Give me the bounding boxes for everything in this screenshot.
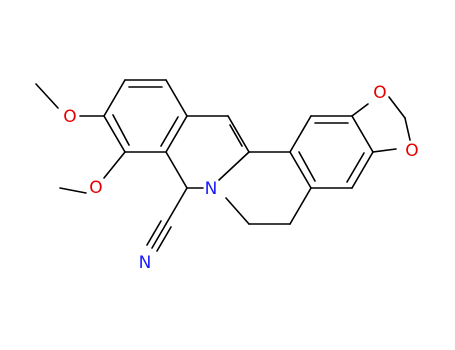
central-ring (165, 115, 250, 189)
oxygen-label-methoxy-upper: O (63, 107, 76, 127)
oxygen-label-dioxole-top: O (373, 83, 386, 103)
oxygen-label-dioxole-bottom: O (405, 141, 418, 161)
nitrile-group (146, 187, 188, 252)
oxygen-label-methoxy-lower: O (89, 178, 102, 198)
dioxole-ring (351, 96, 411, 153)
tetrahydro-ring (225, 151, 312, 225)
benzene-ring-right (289, 115, 374, 189)
nitrogen-label-nitrile: N (139, 253, 152, 273)
nitrogen-label-ring: N (205, 179, 218, 199)
benzene-ring-left (103, 79, 188, 153)
atom-labels: O O O O N N (63, 83, 418, 273)
methoxy-groups (35, 83, 126, 194)
